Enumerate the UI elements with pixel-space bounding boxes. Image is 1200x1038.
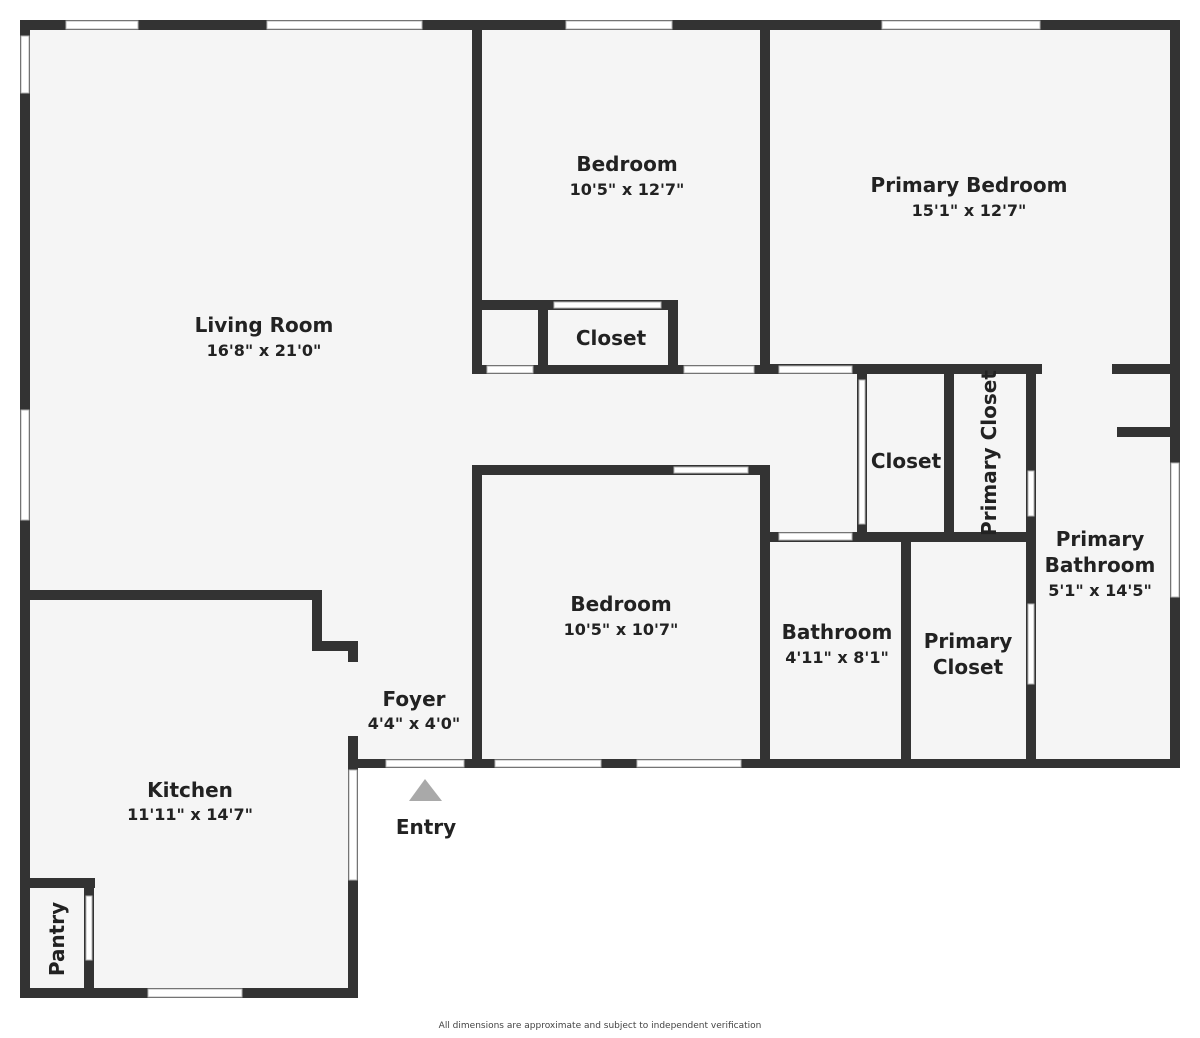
- door-opening: [673, 466, 749, 474]
- entry-label: Entry: [396, 815, 456, 839]
- wall-exterior-right: [1170, 20, 1180, 768]
- room-name-kitchen: Kitchen: [147, 778, 233, 802]
- window: [65, 20, 139, 30]
- wall-bedroom2-west: [472, 465, 482, 768]
- wall-bedroom1-west: [472, 25, 482, 374]
- room-name-primary-closet-1: Primary Closet: [977, 370, 1001, 536]
- room-name-bedroom-2: Bedroom: [570, 592, 671, 616]
- floor-area: [25, 25, 1175, 993]
- window: [1170, 462, 1180, 598]
- room-name-primary-closet-2-line2: Closet: [933, 655, 1004, 679]
- room-name-primary-closet-2-line1: Primary: [924, 629, 1013, 653]
- room-name-bathroom: Bathroom: [782, 620, 893, 644]
- wall-kitchen-stub-drop: [348, 641, 358, 662]
- door-opening: [85, 895, 93, 961]
- door-opening: [778, 365, 853, 374]
- room-name-primary-bedroom: Primary Bedroom: [871, 173, 1068, 197]
- room-dims-bathroom: 4'11" x 8'1": [785, 648, 889, 667]
- wall-kitchen-east-upper: [348, 736, 358, 768]
- wall-bathroom-north: [760, 532, 1036, 542]
- wall-bedroom1-closet-east: [668, 300, 678, 374]
- wall-bedroom2-east: [760, 465, 770, 768]
- window: [565, 20, 673, 30]
- wall-kitchen-north: [20, 590, 322, 600]
- window: [20, 35, 30, 94]
- wall-kitchen-north-jog: [312, 590, 322, 651]
- window: [636, 759, 742, 768]
- disclaimer-text: All dimensions are approximate and subje…: [438, 1021, 762, 1031]
- entry-arrow-icon: [409, 779, 442, 801]
- room-name-primary-bathroom-line1: Primary: [1056, 527, 1145, 551]
- wall-bathroom-nook: [1117, 427, 1175, 437]
- wall-bedroom1-closet-mid: [538, 300, 548, 374]
- wall-bedroom2-north: [472, 465, 770, 475]
- room-dims-bedroom-1: 10'5" x 12'7": [570, 180, 685, 199]
- room-name-closet-2: Closet: [871, 449, 942, 473]
- room-name-pantry: Pantry: [45, 902, 69, 976]
- wall-closet-east: [944, 364, 954, 540]
- wall-corridor-north: [760, 364, 1042, 374]
- door-opening: [778, 532, 853, 541]
- room-labels: Living Room 16'8" x 21'0" Bedroom 10'5" …: [45, 152, 1155, 976]
- wall-bedroom1-east: [760, 25, 770, 374]
- room-name-foyer: Foyer: [382, 687, 445, 711]
- wall-primary-closet-east: [1026, 364, 1036, 768]
- room-name-living-room: Living Room: [195, 313, 334, 337]
- door-opening: [553, 301, 662, 309]
- room-name-bedroom-1: Bedroom: [576, 152, 677, 176]
- window: [266, 20, 423, 30]
- windows: [20, 20, 1180, 998]
- entry-door-opening: [385, 759, 465, 768]
- room-dims-foyer: 4'4" x 4'0": [368, 714, 460, 733]
- door-opening: [1027, 470, 1035, 517]
- door-opening: [683, 365, 755, 374]
- door-opening: [1027, 603, 1035, 685]
- wall-bedroom1-south: [472, 365, 770, 374]
- window: [881, 20, 1041, 30]
- window: [494, 759, 602, 768]
- room-dims-primary-bathroom: 5'1" x 14'5": [1048, 581, 1152, 600]
- door-openings: [85, 301, 1035, 961]
- window: [348, 769, 358, 881]
- room-name-closet-1: Closet: [576, 326, 647, 350]
- wall-bathroom-east: [901, 532, 911, 768]
- room-dims-bedroom-2: 10'5" x 10'7": [564, 620, 679, 639]
- wall-corridor-north-east: [1112, 364, 1175, 374]
- wall-kitchen-stub: [312, 641, 358, 651]
- window: [147, 988, 243, 998]
- room-dims-kitchen: 11'11" x 14'7": [127, 805, 253, 824]
- room-dims-living-room: 16'8" x 21'0": [207, 341, 322, 360]
- room-dims-primary-bedroom: 15'1" x 12'7": [912, 201, 1027, 220]
- door-opening: [486, 365, 534, 374]
- door-opening: [858, 379, 866, 525]
- wall-pantry-north: [20, 878, 95, 888]
- window: [20, 409, 30, 521]
- room-name-primary-bathroom-line2: Bathroom: [1045, 553, 1156, 577]
